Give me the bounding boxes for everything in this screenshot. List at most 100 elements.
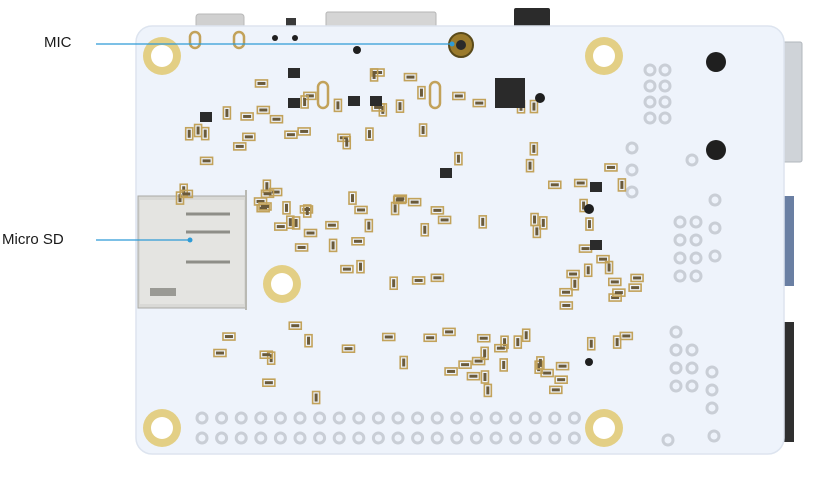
smd-pad	[256, 203, 270, 213]
smd-pad	[454, 151, 463, 166]
smd-pad	[583, 263, 593, 278]
small-ic	[200, 112, 212, 122]
smd-pad-fill	[342, 267, 351, 271]
smd-pad-fill	[475, 101, 484, 105]
smd-pad-fill	[350, 194, 354, 203]
test-pad	[673, 251, 687, 265]
smd-pad-fill	[456, 154, 460, 163]
smd-pad	[184, 126, 194, 141]
gpio-pad	[352, 431, 366, 445]
smd-pad-fill	[336, 101, 340, 110]
smd-pad-fill	[551, 388, 560, 392]
gpio-pad	[548, 411, 562, 425]
test-pad	[669, 325, 683, 339]
smd-pad	[262, 378, 276, 387]
test-pad	[669, 361, 683, 375]
smd-pad	[302, 204, 312, 218]
smd-pad	[291, 216, 301, 230]
smd-pad-fill	[496, 346, 505, 350]
smd-pad-fill	[569, 272, 578, 276]
smd-pad	[420, 222, 430, 237]
test-pad	[689, 215, 703, 229]
test-pad	[685, 379, 699, 393]
smd-pad	[356, 259, 365, 274]
test-pad	[689, 251, 703, 265]
gpio-pad	[489, 411, 503, 425]
gpio-pad	[254, 411, 268, 425]
gpio-pad	[528, 411, 542, 425]
smd-pad-fill	[306, 231, 315, 235]
smd-pad	[392, 195, 407, 205]
smd-pad-fill	[327, 223, 336, 227]
smd-pad	[199, 156, 214, 166]
smd-pad	[499, 358, 509, 372]
smd-pad-fill	[469, 374, 478, 378]
smd-pad	[389, 276, 398, 291]
smd-pad-fill	[503, 338, 507, 347]
smd-pad	[297, 127, 311, 136]
smd-pad	[547, 180, 562, 190]
smd-pad	[304, 333, 313, 348]
gpio-pad	[567, 411, 581, 425]
smd-pad	[399, 355, 409, 370]
smd-pad	[604, 260, 614, 275]
smd-pad	[311, 390, 321, 405]
smd-pad-fill	[286, 133, 295, 137]
test-pad	[643, 79, 657, 93]
smd-pad-fill	[426, 336, 435, 340]
smd-pad-fill	[345, 138, 349, 147]
gpio-pad	[234, 411, 248, 425]
smd-pad	[612, 335, 622, 349]
smd-pad-fill	[203, 129, 207, 138]
smd-pad	[269, 114, 284, 124]
smd-pad	[259, 350, 274, 360]
smd-pad	[240, 112, 254, 121]
smd-pad	[529, 99, 539, 114]
smd-pad	[254, 79, 269, 88]
smd-pad-fill	[587, 220, 591, 229]
smd-pad	[540, 368, 554, 378]
smd-pad	[303, 228, 318, 238]
test-pad	[708, 249, 722, 263]
smd-pad	[630, 273, 644, 283]
smd-pad	[536, 356, 545, 370]
smd-pad	[328, 238, 338, 253]
smd-pad-fill	[558, 364, 567, 368]
smd-pad-fill	[344, 347, 353, 351]
smd-pad-fill	[582, 201, 586, 210]
test-pad	[705, 365, 719, 379]
gpio-pad	[411, 411, 425, 425]
gpio-pad	[548, 431, 562, 445]
smd-pad	[260, 189, 275, 199]
smd-pad	[529, 142, 539, 156]
gpio-pad	[273, 411, 287, 425]
small-ic	[288, 68, 300, 78]
smd-pad-fill	[402, 358, 406, 367]
smd-pad	[232, 142, 247, 151]
small-ic	[590, 182, 602, 192]
smd-pad	[262, 179, 272, 194]
gpio-pad	[234, 431, 248, 445]
smd-pad-fill	[367, 221, 371, 230]
small-ic	[288, 98, 300, 108]
mounting-hole-center	[271, 273, 293, 295]
smd-pad-fill	[243, 114, 252, 118]
micro-sd-callout-dot	[187, 237, 193, 243]
gpio-pad	[313, 411, 327, 425]
smd-pad	[351, 237, 365, 246]
smd-pad	[573, 178, 588, 188]
gpio-pad	[273, 431, 287, 445]
smd-pad-fill	[224, 335, 233, 339]
smd-pad-fill	[406, 75, 415, 79]
smd-pad-fill	[288, 218, 292, 227]
smd-pad	[288, 321, 303, 331]
smd-pad-fill	[372, 70, 376, 79]
smd-pad	[193, 123, 203, 138]
test-pad	[643, 95, 657, 109]
smd-pad-fill	[294, 218, 298, 227]
smd-pad	[539, 216, 548, 230]
smd-pad-fill	[537, 363, 541, 372]
smd-pad	[549, 385, 563, 395]
test-pad	[658, 111, 672, 125]
smd-pad-fill	[262, 353, 271, 357]
